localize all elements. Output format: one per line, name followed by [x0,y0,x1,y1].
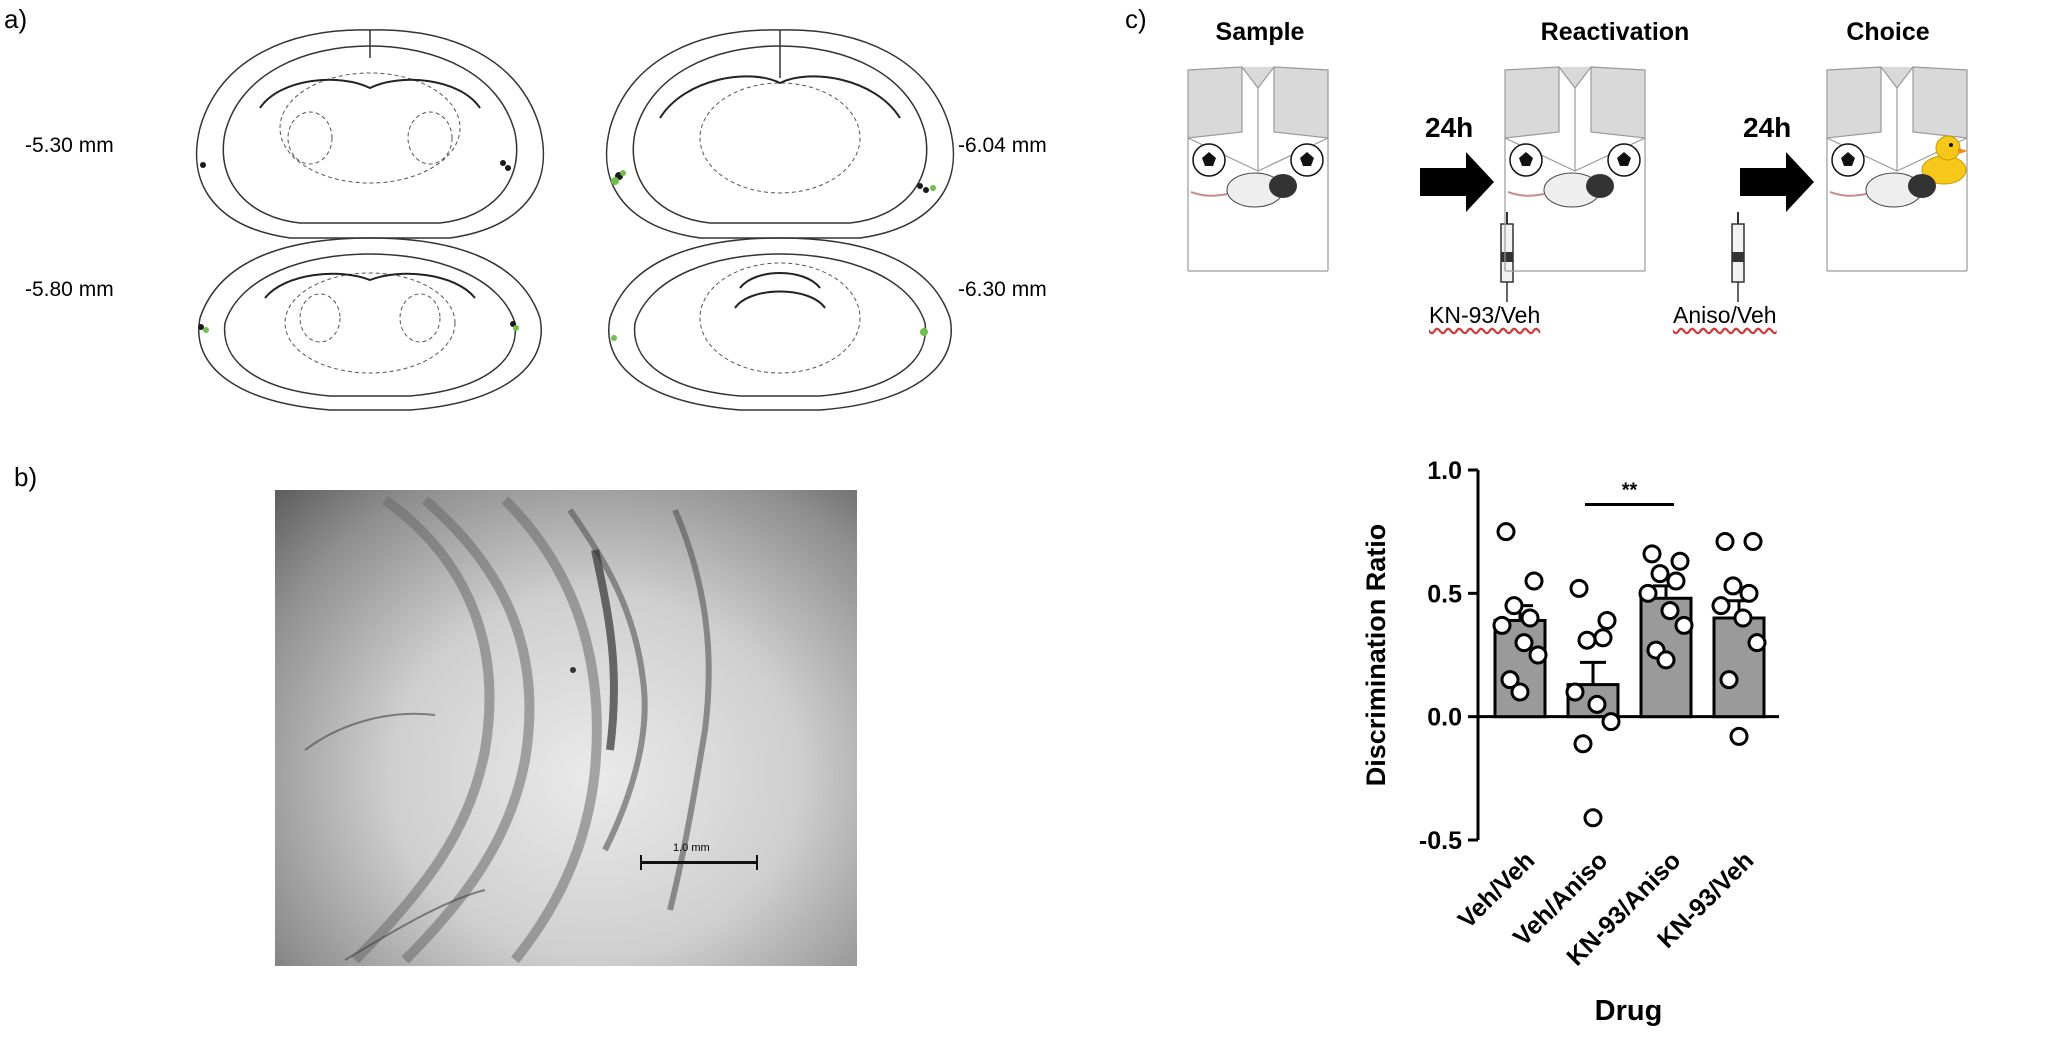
scale-bar-tick-right [756,855,758,870]
panel-a-label: a) [4,4,28,34]
panel-c-label: c) [1125,4,1147,34]
data-point [1573,734,1593,754]
scale-bar-tick-left [640,855,642,870]
brain-atlas-right [605,29,955,411]
data-point [1520,608,1540,628]
arrow-24h-2 [1740,168,1788,196]
y-tick-label: 0.0 [1427,704,1462,732]
data-point [1729,726,1749,746]
data-point [1565,682,1585,702]
data-point [1569,578,1589,598]
y-tick-label: 1.0 [1427,457,1462,485]
data-point [1666,571,1686,591]
data-point [1747,633,1767,653]
interval-label-1: 24h [1425,112,1474,143]
data-point [1638,583,1658,603]
data-point [1492,615,1512,635]
data-point [1733,608,1753,628]
micrograph-tissue [304,495,712,964]
drug-label-kn93-veh: KN-93/Veh [1429,302,1540,329]
arrow-head-1 [1466,152,1494,212]
data-point [1670,551,1690,571]
data-point [1583,808,1603,828]
brain-atlas-left [195,29,545,411]
data-point [1597,610,1617,630]
scale-bar [640,861,758,864]
rat-figure [1829,172,1936,208]
data-point [1743,532,1763,552]
data-point [1577,630,1597,650]
coord-label-5-80: -5.80 mm [25,278,114,301]
data-point [1593,628,1613,648]
data-point [1514,633,1534,653]
y-tick-label: 0.5 [1427,580,1462,608]
syringe-icon [1731,212,1745,302]
arrow-24h-1 [1420,168,1468,196]
drug-label-aniso-veh: Aniso/Veh [1673,302,1777,329]
data-point [1739,583,1759,603]
arena-sample [1187,66,1329,272]
arrow-head-2 [1786,152,1814,212]
data-point [1601,712,1621,732]
data-point [1500,670,1520,690]
bar [1712,616,1766,719]
arena-choice [1826,66,1968,272]
step-label-choice: Choice [1846,18,1930,46]
drug-text: Aniso/Veh [1673,302,1777,328]
rat-figure [1190,172,1297,208]
x-axis-title: Drug [1595,995,1663,1027]
data-point [1723,576,1743,596]
data-point [1496,522,1516,542]
histology-micrograph: 1.0 mm [275,490,857,966]
data-point [1524,571,1544,591]
y-axis-title: Discrimination Ratio [1361,524,1391,787]
panel-b-label: b) [14,462,38,492]
y-tick-label: -0.5 [1419,827,1462,855]
data-point [1504,596,1524,616]
coord-label-6-30: -6.30 mm [958,278,1047,301]
data-point [1650,564,1670,584]
data-point [1587,694,1607,714]
interval-label-2: 24h [1743,112,1792,143]
data-point [1711,596,1731,616]
data-point [1719,670,1739,690]
step-label-sample: Sample [1215,18,1305,46]
syringe-icon [1500,212,1514,302]
step-label-reactivation: Reactivation [1540,18,1690,46]
data-point [1715,532,1735,552]
coord-label-5-30: -5.30 mm [25,134,114,157]
rubber-duck-object [1921,135,1968,185]
data-point [1528,645,1548,665]
data-point [1674,615,1694,635]
coord-label-6-04: -6.04 mm [958,134,1047,157]
data-point [1660,601,1680,621]
significance-label: ** [1622,480,1638,502]
arena-reactivation [1504,66,1646,272]
data-point [1656,650,1676,670]
rat-figure [1507,172,1614,208]
drug-text: KN-93/Veh [1429,302,1541,328]
scale-bar-label: 1.0 mm [673,842,710,854]
data-point [1510,682,1530,702]
data-point [1642,544,1662,564]
